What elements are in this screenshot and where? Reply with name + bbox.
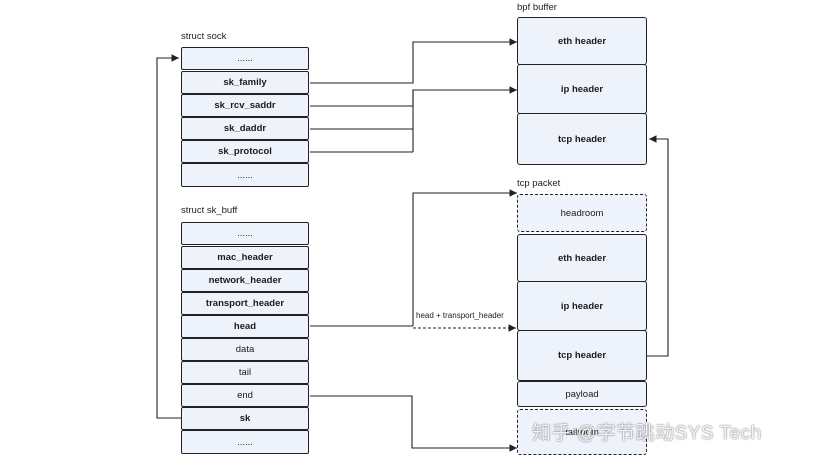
skb-field-ellipsis-top: ......	[181, 222, 309, 245]
bpf-buffer-label: bpf buffer	[517, 2, 557, 13]
packet-payload-box: payload	[517, 381, 647, 407]
tcp-packet-label: tcp packet	[517, 178, 561, 189]
sock-field-sk-protocol: sk_protocol	[181, 140, 309, 163]
edge-packet-tcp-to-bpf-tcp	[647, 135, 669, 357]
skb-field-network-header: network_header	[181, 269, 309, 292]
edge-head-to-headroom	[412, 189, 517, 326]
skb-field-tail: tail	[181, 361, 309, 384]
bpf-eth-header-box: eth header	[517, 17, 647, 65]
packet-tcp-header-box: tcp header	[517, 330, 647, 381]
packet-headroom-box: headroom	[517, 194, 647, 232]
sock-field-sk-rcv-saddr: sk_rcv_saddr	[181, 94, 309, 117]
sock-field-ellipsis-top: ......	[181, 47, 309, 70]
edge-sk-family-to-bpf-eth	[310, 38, 517, 84]
skb-field-data: data	[181, 338, 309, 361]
zhihu-watermark: 知乎 @字节跳动SYS Tech	[532, 423, 762, 444]
sock-field-ellipsis-bottom: ......	[181, 163, 309, 187]
skb-field-transport-header: transport_header	[181, 292, 309, 315]
skb-field-mac-header: mac_header	[181, 246, 309, 269]
edge-sk-to-struct-sock	[156, 54, 181, 419]
bpf-tcp-header-box: tcp header	[517, 113, 647, 165]
skb-field-sk: sk	[181, 407, 309, 430]
edge-end-to-tailroom	[310, 395, 517, 452]
sock-field-sk-daddr: sk_daddr	[181, 117, 309, 140]
skb-field-head: head	[181, 315, 309, 338]
packet-tailroom-box: tailroom	[517, 409, 647, 455]
skb-field-ellipsis-bottom: ......	[181, 430, 309, 454]
sock-field-sk-family: sk_family	[181, 71, 309, 94]
head-transport-header-label: head + transport_header	[415, 311, 505, 320]
packet-ip-header-box: ip header	[517, 281, 647, 331]
struct-sk-buff-label: struct sk_buff	[181, 205, 238, 216]
packet-eth-header-box: eth header	[517, 234, 647, 282]
bpf-ip-header-box: ip header	[517, 64, 647, 114]
skb-field-end: end	[181, 384, 309, 407]
struct-sock-label: struct sock	[181, 31, 227, 42]
